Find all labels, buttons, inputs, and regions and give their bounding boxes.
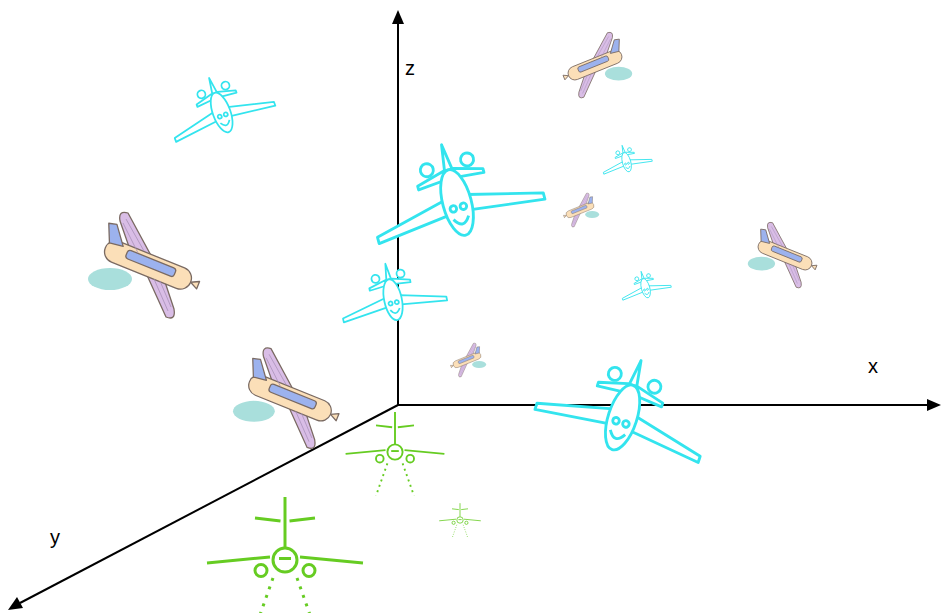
airplane-top <box>359 123 549 258</box>
airplane-front <box>207 497 363 613</box>
airplane-top <box>334 253 449 331</box>
airplane-cartoon <box>233 348 347 448</box>
z-axis <box>397 22 399 405</box>
axis-label: y <box>50 527 60 547</box>
airplane-cartoon <box>448 343 486 377</box>
axis-label: z <box>405 58 415 78</box>
airplane-top <box>159 60 278 150</box>
axis-label: x <box>868 356 878 376</box>
airplane-cartoon <box>558 32 632 97</box>
airplane-cartoon <box>561 193 599 227</box>
airplane-top <box>617 265 673 304</box>
y-axis <box>20 405 398 603</box>
airplane-cartoon <box>88 212 208 318</box>
axes <box>8 10 941 610</box>
airplane-front <box>346 412 445 496</box>
airplane-top <box>531 334 723 476</box>
airplane-top <box>598 139 654 178</box>
arrow-head <box>392 10 404 24</box>
airplane-front <box>439 503 481 538</box>
arrow-head <box>8 597 23 610</box>
airplane-cartoon <box>748 222 822 287</box>
arrow-head <box>927 399 941 411</box>
